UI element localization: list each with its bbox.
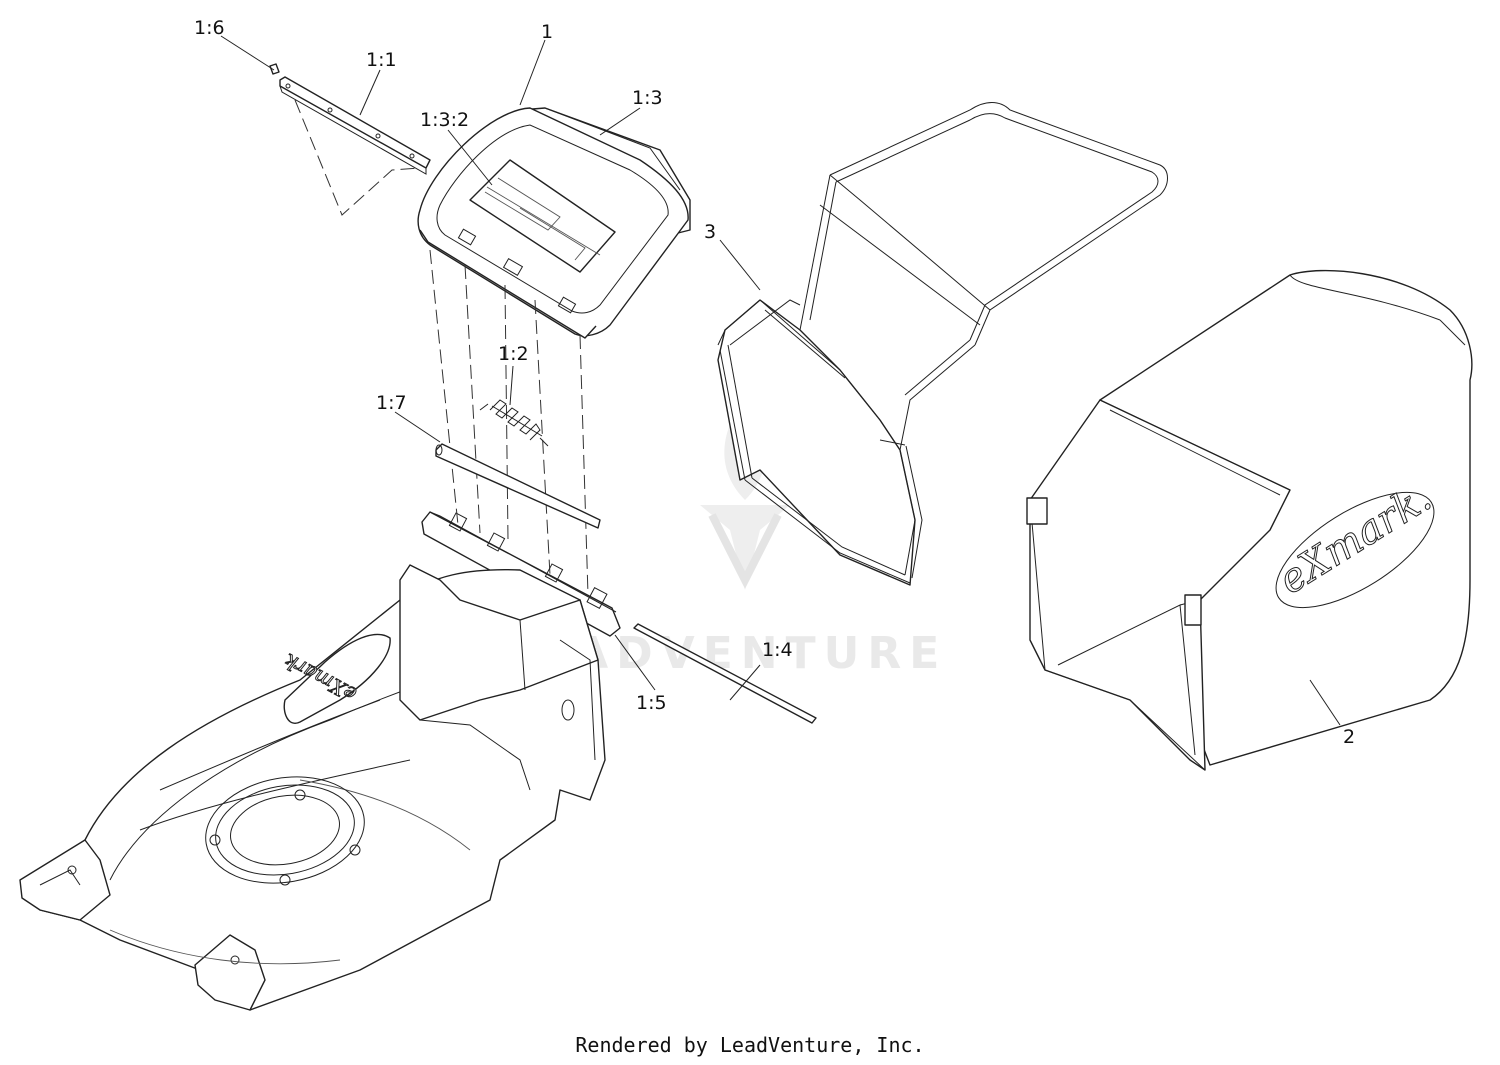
part-1-4-long-rod — [633, 623, 817, 724]
callout-1-6: 1:6 — [194, 17, 225, 39]
callout-1-3-2: 1:3:2 — [420, 109, 469, 131]
part-3-bag-frame — [717, 102, 1168, 586]
callout-leaders — [220, 35, 1341, 726]
callout-1-2: 1:2 — [498, 343, 529, 365]
callout-2: 2 — [1343, 726, 1355, 748]
part-2-grass-bag: eXmark. — [1026, 269, 1473, 771]
part-1-1-hinge-bracket — [279, 76, 431, 175]
part-1-6-screw — [269, 63, 280, 75]
callout-1: 1 — [541, 21, 553, 43]
part-1-7-rod — [435, 443, 601, 529]
callout-3: 3 — [704, 221, 716, 243]
callout-labels: 1:6 1:1 1 1:3 1:3:2 1:2 1:7 1:5 1:4 3 2 — [194, 17, 1355, 748]
assembly-lines-door-to-hinge — [429, 249, 589, 596]
part-1-rear-door — [417, 107, 691, 339]
assembly-line-1-1 — [294, 99, 421, 216]
part-1-2-spring — [479, 399, 549, 447]
callout-1-1: 1:1 — [366, 49, 397, 71]
callout-1-5: 1:5 — [636, 692, 667, 714]
callout-1-7: 1:7 — [376, 392, 407, 414]
callout-1-3: 1:3 — [632, 87, 663, 109]
mower-deck: eXmark — [19, 564, 606, 1011]
footer-credit: Rendered by LeadVenture, Inc. — [575, 1033, 925, 1057]
callout-1-4: 1:4 — [762, 639, 793, 661]
